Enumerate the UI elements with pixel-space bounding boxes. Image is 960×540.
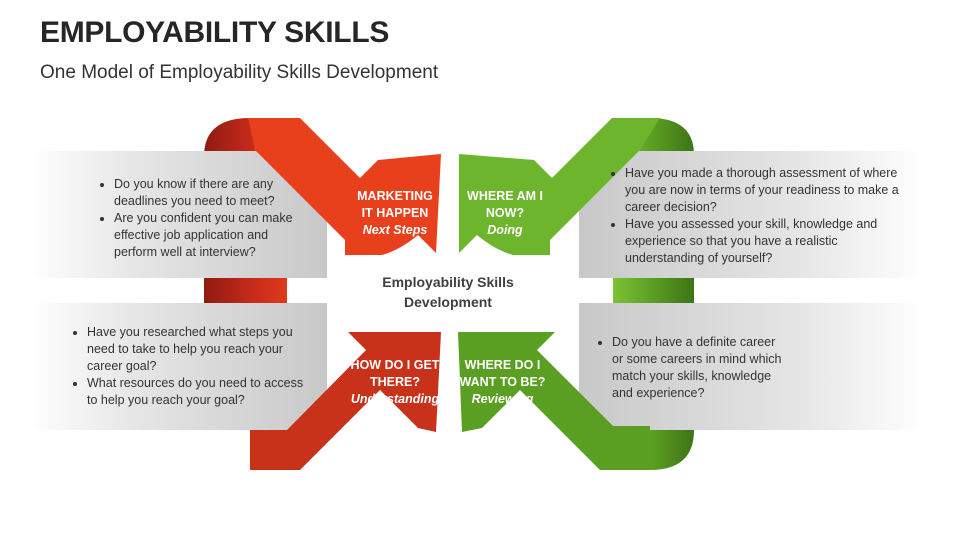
page-title: EMPLOYABILITY SKILLS [40, 16, 390, 49]
panel-bottom-left-text: Have you researched what steps you need … [73, 324, 313, 409]
arrow-how-do-i [250, 332, 441, 470]
panel-bottom-right-bg [579, 303, 924, 430]
quadrant-sub: Doing [487, 223, 523, 237]
panel-bottom-left-bg [30, 303, 327, 430]
arrow-marketing [248, 118, 441, 255]
quadrant-how-do-i-label: HOW DO I GET THERE? Understanding [345, 357, 445, 408]
quadrant-line: WHERE AM I [467, 189, 543, 203]
quadrant-sub: Next Steps [362, 223, 428, 237]
quadrant-line: MARKETING [357, 189, 433, 203]
arrow-where-am-i [459, 118, 660, 255]
panel-top-right-text: Have you made a thorough assessment of w… [611, 165, 901, 267]
quadrant-line: IT HAPPEN [361, 206, 429, 220]
quadrant-sub: Understanding [350, 392, 440, 406]
list-item: Have you researched what steps you need … [87, 324, 313, 375]
list-item: What resources do you need to access to … [87, 375, 313, 409]
panel-bottom-right-text: Do you have a definite career or some ca… [598, 334, 788, 402]
quadrant-sub: Reviewing [471, 392, 534, 406]
list-item: Have you assessed your skill, knowledge … [625, 216, 901, 267]
list-item: Have you made a thorough assessment of w… [625, 165, 901, 216]
list-item: Are you confident you can make effective… [114, 210, 310, 261]
arrow-where-do-i [458, 332, 650, 470]
quadrant-where-am-i-label: WHERE AM I NOW? Doing [460, 188, 550, 239]
quadrant-where-do-i-label: WHERE DO I WANT TO BE? Reviewing [455, 357, 550, 408]
center-label: Employability Skills Development [358, 272, 538, 312]
panel-top-left-text: Do you know if there are any deadlines y… [100, 176, 310, 261]
quadrant-marketing-label: MARKETING IT HAPPEN Next Steps [350, 188, 440, 239]
list-item: Do you have a definite career or some ca… [612, 334, 788, 402]
quadrant-line: WHERE DO I [464, 358, 541, 372]
page-subtitle: One Model of Employability Skills Develo… [40, 62, 439, 83]
quadrant-line: WANT TO BE? [459, 375, 546, 389]
quadrant-line: THERE? [370, 375, 420, 389]
center-label-line: Development [404, 294, 492, 310]
quadrant-line: HOW DO I GET [350, 358, 440, 372]
panel-top-right-bg [579, 151, 924, 278]
list-item: Do you know if there are any deadlines y… [114, 176, 310, 210]
quadrant-line: NOW? [485, 206, 525, 220]
center-label-line: Employability Skills [382, 274, 514, 290]
